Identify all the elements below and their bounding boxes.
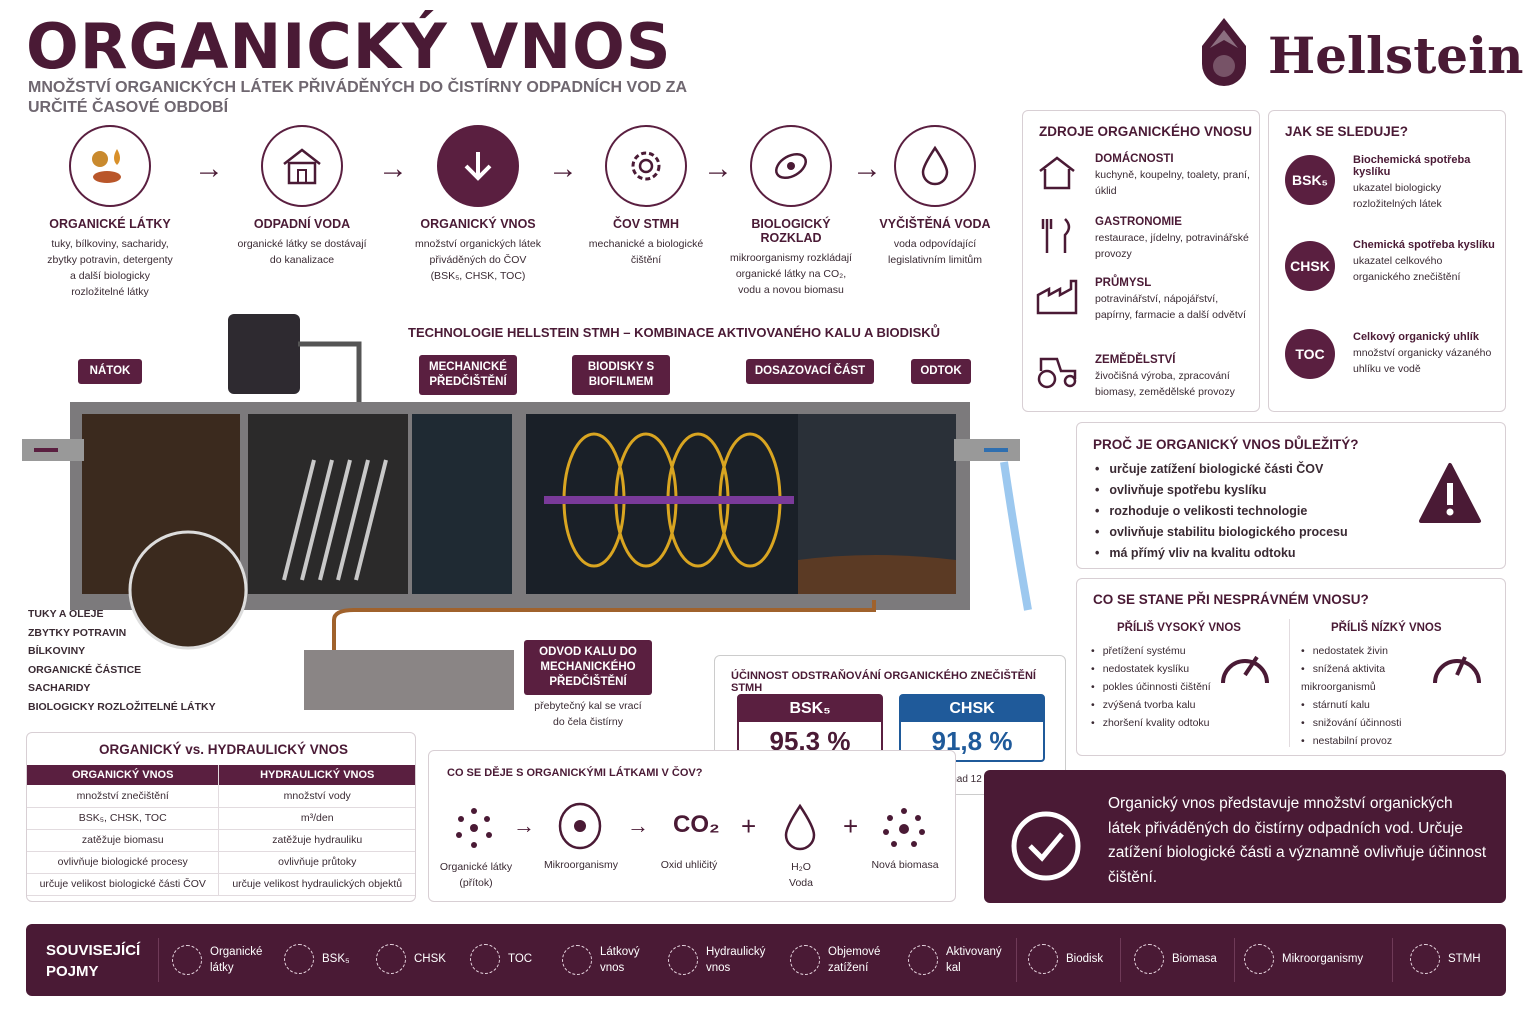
tag-sludge-return: ODVOD KALU DO MECHANICKÉHO PŘEDČIŠTĚNÍ [524,640,652,695]
flow-arrow-icon: → [194,152,224,185]
gear-icon [605,125,687,207]
flow-step-5: BIOLOGICKÝ ROZKLAD mikroorganismy rozklá… [726,125,856,298]
plus-icon: + [741,811,757,841]
why-panel: PROČ JE ORGANICKÝ VNOS DŮLEŽITÝ? určuje … [1076,422,1506,569]
chsk-icon [376,944,406,974]
badge-toc: TOC [1285,329,1335,379]
brand-logo[interactable]: Hellstein [1196,14,1523,94]
term-organic-matter[interactable]: Organické látky [172,944,266,976]
tag-settling: DOSAZOVACÍ ČÁST [746,359,874,384]
biodisk-icon [1028,944,1058,974]
organic-components-list: TUKY A OLEJE ZBYTKY POTRAVIN BÍLKOVINY O… [28,608,216,713]
term-bsk5[interactable]: BSK₅ [284,944,350,974]
factory-icon [1036,279,1078,315]
flow-step-2: ODPADNÍ VODA organické látky se dostávaj… [237,125,367,268]
organic-matter-icon [172,945,202,975]
biomass-icon [1134,944,1164,974]
plus-icon: + [843,811,859,841]
process-panel: CO SE DĚJE S ORGANICKÝMI LÁTKAMI V ČOV? … [428,750,956,902]
water-drop-icon [784,803,816,851]
term-hydraulic-load[interactable]: Hydraulický vnos [668,944,772,976]
gauge-low-icon [1433,656,1481,684]
term-volume-load[interactable]: Objemové zatížení [790,944,884,976]
bsk5-icon [284,944,314,974]
tractor-icon [1037,357,1077,389]
toc-icon [470,944,500,974]
process-arrow-icon: → [627,813,649,838]
tag-biodisks: BIODISKY S BIOFILMEM [572,355,670,395]
organic-matter-icon [456,808,492,848]
flow-step-4: ČOV STMH mechanické a biologické čištění [581,125,711,268]
biomass-icon [883,808,925,847]
process-arrow-icon: → [513,813,535,838]
page-subtitle: Množství organických látek přiváděných d… [28,79,687,116]
wwtp-diagram [22,314,1032,710]
microorganism-icon [1244,944,1274,974]
drop-logo-icon [1202,18,1246,86]
term-biomass[interactable]: Biomasa [1134,944,1217,974]
microorganism-icon [750,125,832,207]
tag-inflow: NÁTOK [78,359,142,384]
monitoring-panel: JAK SE SLEDUJE? BSK₅ Biochemická spotřeb… [1268,110,1506,412]
badge-chsk: CHSK [1285,241,1335,291]
house-icon [261,125,343,207]
arrow-down-icon [437,125,519,207]
flow-arrow-icon: → [548,152,578,185]
technology-title: TECHNOLOGIE HELLSTEIN STMH – KOMBINACE A… [408,325,941,340]
flow-step-1: ORGANICKÉ LÁTKY tuky, bílkoviny, sachari… [45,125,175,300]
house-icon [1039,156,1075,190]
flow-arrow-icon: → [378,152,408,185]
wrong-intake-panel: CO SE STANE PŘI NESPRÁVNÉM VNOSU? PŘÍLIŠ… [1076,578,1506,756]
hand-icon [562,945,592,975]
blower-unit [228,314,300,394]
volume-icon [790,945,820,975]
flow-step-6: VYČIŠTĚNÁ VODA voda odpovídající legisla… [870,125,1000,268]
tag-mechanical: MECHANICKÉ PŘEDČIŠTĚNÍ [419,355,517,395]
brand-name: Hellstein [1268,26,1524,85]
summary-panel: Organický vnos představuje množství orga… [984,770,1506,903]
stmh-logo-icon [1410,944,1440,974]
checkmark-icon [1011,811,1081,881]
term-microorganisms[interactable]: Mikroorganismy [1244,944,1363,974]
chsk-efficiency-card: CHSK 91,8 % [899,694,1045,762]
term-biodisk[interactable]: Biodisk [1028,944,1103,974]
related-terms-bar: SOUVISEJÍCÍ POJMY Organické látky BSK₅ C… [26,924,1506,996]
flow-arrow-icon: → [852,152,882,185]
compare-panel: ORGANICKÝ vs. HYDRAULICKÝ VNOS ORGANICKÝ… [26,732,416,902]
term-chsk[interactable]: CHSK [376,944,446,974]
microorganism-icon [558,802,602,850]
gauge-high-icon [1221,655,1269,684]
badge-bsk5: BSK₅ [1285,155,1335,205]
cutlery-icon [1041,218,1071,253]
warning-icon [1419,463,1481,523]
organic-particles-zoom [128,530,248,650]
term-toc[interactable]: TOC [470,944,532,974]
flow-step-3: ORGANICKÝ VNOS množství organických láte… [413,125,543,284]
hydraulic-icon [668,945,698,975]
term-stmh[interactable]: STMH [1410,944,1481,974]
term-mass-load[interactable]: Látkový vnos [562,944,650,976]
flow-arrow-icon: → [703,152,733,185]
tag-outflow: ODTOK [911,359,971,384]
term-activated-sludge[interactable]: Aktivovaný kal [908,944,1006,976]
sludge-return-text: přebytečný kal se vrací do čela čistírny [534,700,642,728]
page-title: ORGANICKÝ VNOS [26,10,672,83]
food-icon [69,125,151,207]
water-drop-icon [894,125,976,207]
sludge-icon [908,945,938,975]
co2-icon: CO₂ [673,811,720,838]
sludge-tank [304,650,514,710]
